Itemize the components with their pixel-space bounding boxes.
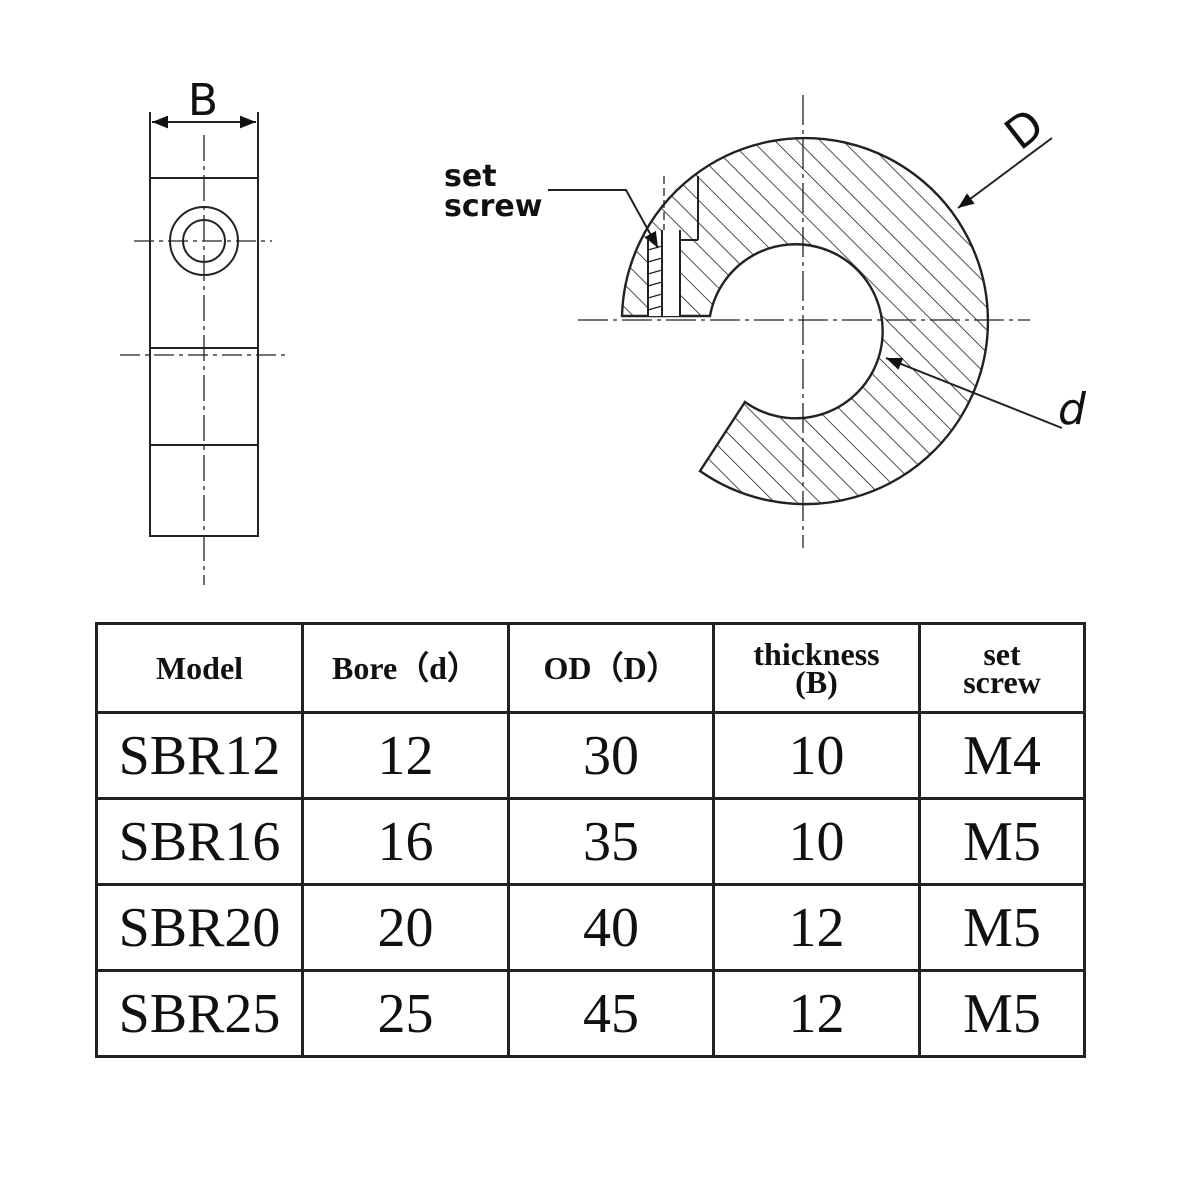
dimension-d-outer-leader [957, 137, 1053, 209]
header-model: Model [95, 622, 304, 714]
cell-set-screw: M5 [918, 797, 1086, 886]
cell-thickness: 12 [712, 969, 921, 1058]
cell-model: SBR25 [95, 969, 304, 1058]
cell-thickness: 10 [712, 797, 921, 886]
cell-model: SBR16 [95, 797, 304, 886]
table-header-row: Model Bore（d） OD（D） thickness (B) set sc… [95, 622, 1086, 714]
table-row: SBR25 25 45 12 M5 [95, 969, 1086, 1058]
dimension-d-bore-leader [885, 357, 1063, 429]
cell-bore: 20 [301, 883, 510, 972]
cell-bore: 16 [301, 797, 510, 886]
cell-od: 40 [507, 883, 715, 972]
set-screw-thread [647, 176, 699, 316]
header-thickness-line2: (B) [795, 664, 838, 700]
table-row: SBR20 20 40 12 M5 [95, 883, 1086, 972]
collar-section-hatched [620, 136, 990, 506]
header-thickness: thickness (B) [712, 622, 921, 714]
dimension-d-bore-label: d [1058, 384, 1087, 435]
header-model-label: Model [155, 650, 244, 686]
spec-table: Model Bore（d） OD（D） thickness (B) set sc… [95, 622, 1086, 1058]
cell-model: SBR12 [95, 711, 304, 800]
cell-thickness: 10 [712, 711, 921, 800]
header-set-screw-line1: set [983, 636, 1021, 672]
front-section-view: D d set screw [444, 95, 1087, 548]
cell-bore: 25 [301, 969, 510, 1058]
dimension-d-outer-label: D [996, 99, 1054, 160]
technical-drawing: B [120, 75, 1087, 585]
table-row: SBR16 16 35 10 M5 [95, 797, 1086, 886]
cell-model: SBR20 [95, 883, 304, 972]
header-od: OD（D） [507, 622, 715, 714]
header-bore: Bore（d） [301, 622, 510, 714]
side-view: B [120, 75, 288, 585]
cell-bore: 12 [301, 711, 510, 800]
cell-set-screw: M5 [918, 969, 1086, 1058]
header-bore-label: Bore（d） [332, 650, 479, 686]
header-set-screw-line2: screw [963, 664, 1041, 700]
set-screw-label-line2: screw [444, 189, 543, 224]
header-od-label: OD（D） [543, 650, 679, 686]
header-thickness-line1: thickness [753, 636, 880, 672]
cell-set-screw: M5 [918, 883, 1086, 972]
cell-thickness: 12 [712, 883, 921, 972]
dimension-b-label: B [188, 75, 218, 126]
set-screw-leader [548, 189, 659, 249]
cell-od: 35 [507, 797, 715, 886]
cell-od: 30 [507, 711, 715, 800]
header-set-screw: set screw [918, 622, 1086, 714]
set-screw-label-line1: set [444, 159, 497, 194]
table-row: SBR12 12 30 10 M4 [95, 711, 1086, 800]
cell-set-screw: M4 [918, 711, 1086, 800]
cell-od: 45 [507, 969, 715, 1058]
